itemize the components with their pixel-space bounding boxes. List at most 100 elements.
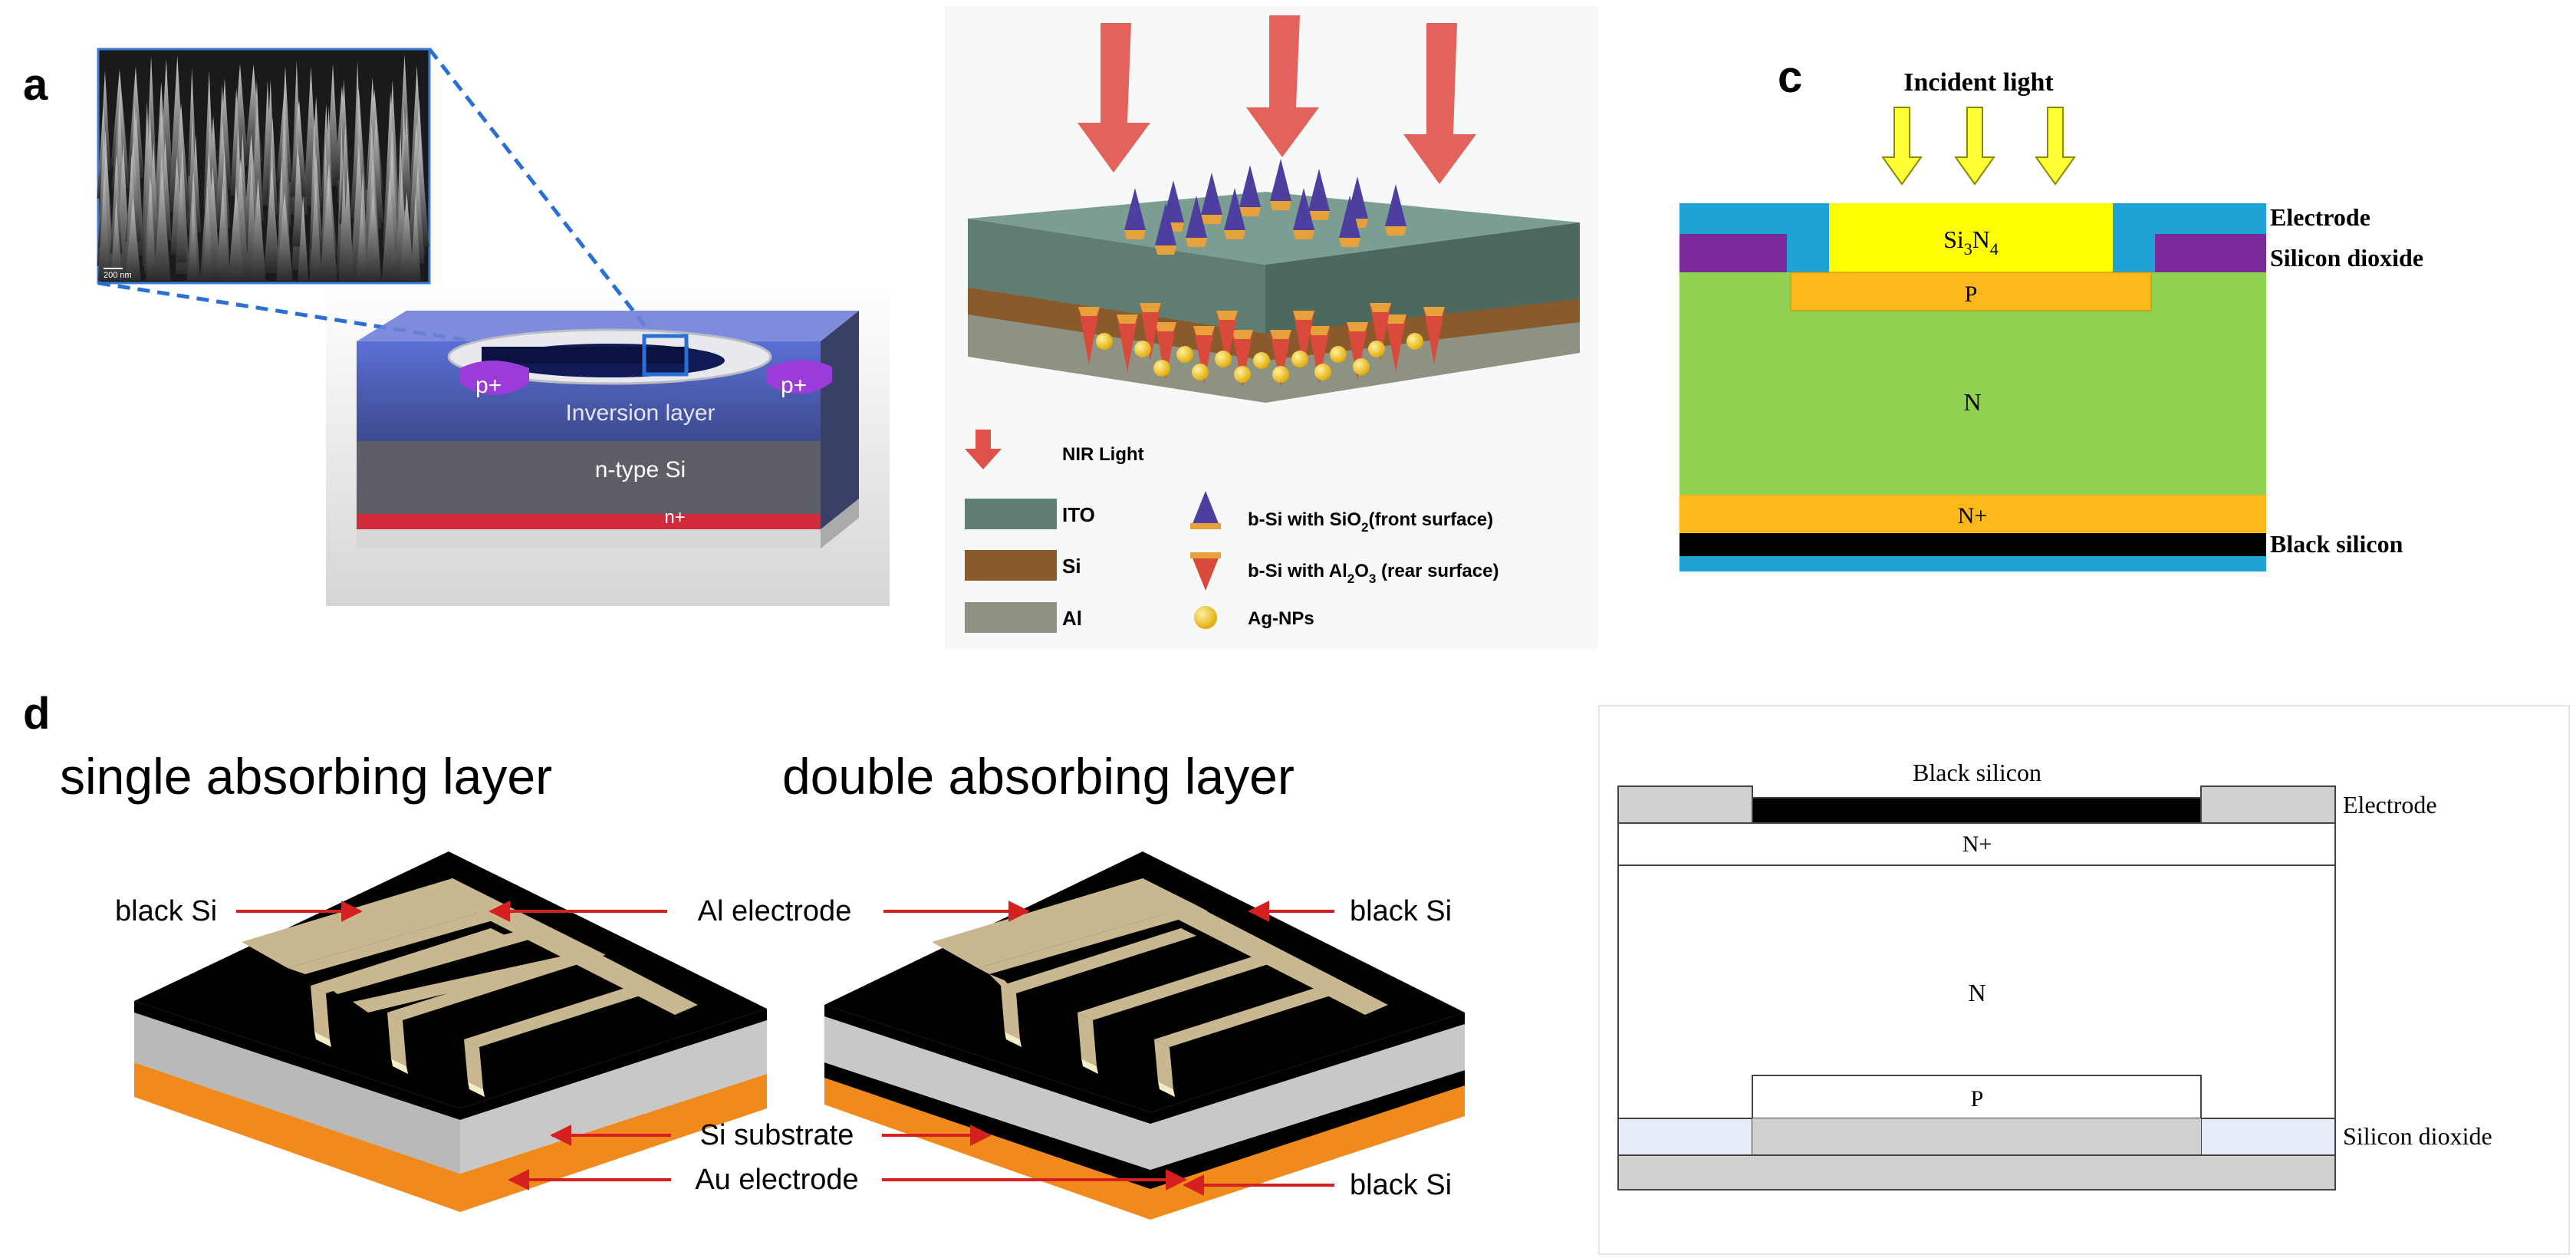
panel-d-annotations: black Si Al electrode black Si Si substr… [115,895,1452,1201]
p-layer-label: P [1965,282,1978,307]
n-layer-label: N [1963,388,1981,416]
inversion-layer-label: Inversion layer [565,400,715,426]
ag-nanoparticle [1192,364,1209,380]
device-3d-block: p+ p+ Inversion layer n-type Si n+ [357,311,859,548]
bsi-rear-cone-base [1155,322,1176,331]
bsi-front-cone [1186,196,1207,238]
ag-nanoparticle [1368,341,1385,357]
legend-bsi-rear: b-Si with Al2O3 (rear surface) [1248,561,1499,586]
sem-nanowire [175,169,187,262]
panel-a: a 200 nm p+ [23,48,890,606]
incident-arrow-icon [1881,107,1923,186]
label-al-electrode: Al electrode [698,895,852,927]
bsi-rear-cone [1232,330,1253,387]
bsi-rear-cone [1347,322,1368,380]
bsi-front-cone-base [1155,245,1176,255]
sem-nanowire [125,197,141,281]
bsi-front-cone [1124,188,1146,230]
label-au-electrode: Au electrode [695,1164,858,1196]
device-e-cross-section [1617,785,2336,1190]
bsi-front-cone [1239,165,1261,207]
bsi-front-cone-base [1224,230,1245,239]
e-nplus-label: N+ [1962,832,1992,857]
ag-nanoparticle [1234,366,1251,383]
title-double-absorbing-layer: double absorbing layer [782,748,1295,805]
double-layer-device [824,851,1465,1220]
ag-nanoparticle [1153,360,1170,377]
bsi-rear-cone-base [1270,330,1291,339]
bsi-rear-cone [1078,307,1100,364]
legend-nir-light: NIR Light [1062,444,1144,465]
nplus-label: n+ [664,507,685,528]
ag-nanoparticle [1314,364,1331,380]
blue-cone-icon [1190,491,1221,529]
legend-al: Al [1062,607,1082,630]
ito-swatch [965,499,1057,529]
bsi-rear-cone [1370,303,1391,361]
bsi-rear-cone-base [1232,330,1253,339]
sem-nanowire [146,180,156,281]
bsi-rear-cone [1308,326,1330,384]
bsi-rear-cone-base [1140,303,1161,312]
ntype-si-label: n-type Si [595,457,686,482]
sem-scale-label: 200 nm [104,271,132,280]
silicon-dioxide-label: Silicon dioxide [2270,244,2423,272]
bsi-front-cone-base [1385,226,1406,235]
panel-c: c Incident light Si3N4 P N N+ Electrode … [1679,52,2423,571]
bsi-front-cone-base [1124,230,1146,239]
bsi-structure-3d [968,159,1580,403]
sem-nanowire [215,183,230,281]
e-n-label: N [1968,979,1985,1006]
ag-nanoparticle [1272,366,1289,383]
bsi-rear-cone-base [1117,314,1138,324]
bsi-front-cone [1201,173,1222,215]
legend-ito: ITO [1062,503,1095,526]
bsi-front-cone [1270,159,1291,201]
label-black-si-bottom: black Si [1350,1169,1452,1201]
incident-light-arrows [1881,107,2076,186]
title-single-absorbing-layer: single absorbing layer [60,748,552,805]
bsi-front-cone-base [1270,201,1291,210]
nplus-layer-label: N+ [1958,503,1988,529]
ag-nanoparticle [1291,351,1308,367]
bsi-rear-cone-base [1385,314,1406,324]
sem-inset-image: 200 nm [97,48,431,285]
bsi-front-cone-base [1308,211,1330,220]
bsi-front-cone [1339,196,1360,238]
nir-arrows [1077,15,1476,184]
incident-arrow-icon [1954,107,1995,186]
sem-nanowire [298,196,309,281]
sem-nanowire [341,169,354,281]
bsi-rear-cone [1216,311,1238,368]
red-arrow-icon [965,430,1002,469]
label-si-substrate: Si substrate [700,1119,854,1151]
sem-nanowire [410,193,421,281]
sem-nanowire [188,199,199,281]
single-layer-device [134,851,767,1212]
sem-nanowire [309,177,322,281]
bsi-front-cone-base [1201,215,1222,224]
bsi-rear-cone [1293,311,1314,368]
sem-nanowire [399,191,414,281]
sem-nanowire [98,171,110,281]
bsi-rear-cone-base [1293,311,1314,320]
panel-label-c: c [1778,52,1802,102]
bsi-rear-cone-base [1308,326,1330,335]
sem-nanowire [400,112,413,211]
e-p-label: P [1971,1086,1984,1111]
bsi-rear-cone-base [1193,326,1215,335]
panel-b-legend: NIR Light ITO Si Al b-Si with SiO2(front… [965,430,1499,633]
incident-arrow-icon [2035,107,2076,186]
panel-d: d single absorbing layer double absorbin… [23,689,1465,1220]
bsi-rear-cone [1270,330,1291,387]
contact-left-label: p+ [475,373,502,398]
red-cone-icon [1190,552,1221,591]
bsi-front-cone-base [1186,238,1207,247]
legend-si: Si [1062,555,1081,578]
contact-right-label: p+ [781,373,807,398]
legend-ag-nps: Ag-NPs [1248,608,1314,629]
bsi-rear-cone [1193,326,1215,384]
gold-sphere-icon [1194,606,1217,629]
bsi-front-cone [1163,180,1184,222]
